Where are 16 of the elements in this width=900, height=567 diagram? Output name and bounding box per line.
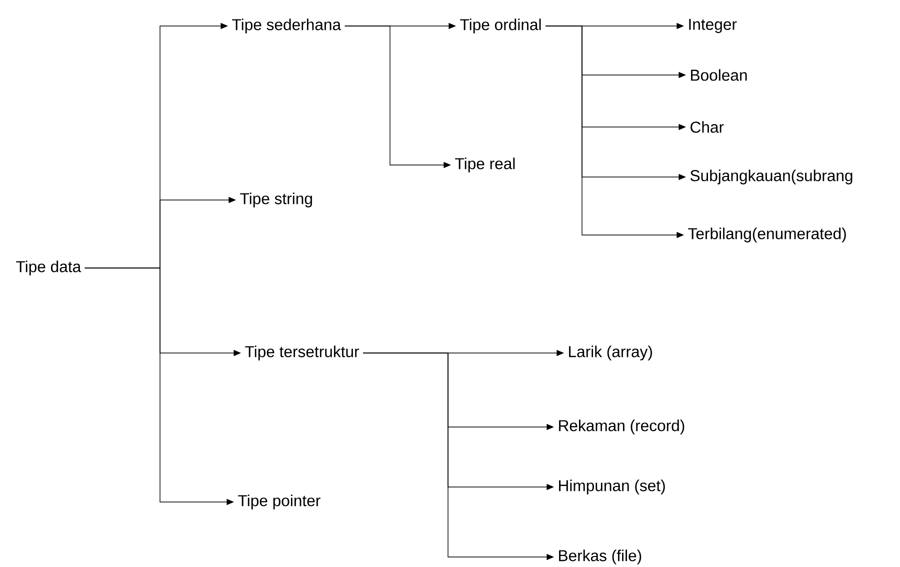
type-label: Char — [690, 121, 724, 133]
type-label: Berkas (file) — [559, 550, 642, 564]
type-label: Rekaman (record) — [559, 420, 684, 434]
type-label: Integer — [689, 18, 737, 34]
type-label: Tipe sederhana — [232, 18, 342, 34]
type-label: Subjangkauan(subrang — [690, 170, 852, 184]
type-label: Boolean — [691, 69, 747, 81]
type-label: Larik (array) — [569, 346, 652, 360]
type-label: Tipe real — [455, 158, 515, 172]
type-label: Tipe string — [240, 192, 312, 208]
type-label: Tipe ordinal — [460, 18, 541, 34]
type-label: Tipe pointer — [238, 494, 320, 510]
type-label: Tipe tersetruktur — [245, 346, 360, 360]
type-label: Himpunan (set) — [559, 480, 665, 494]
type-label: Terbilang(enumerated) — [688, 228, 846, 242]
root-label: Tipe data — [16, 260, 82, 276]
